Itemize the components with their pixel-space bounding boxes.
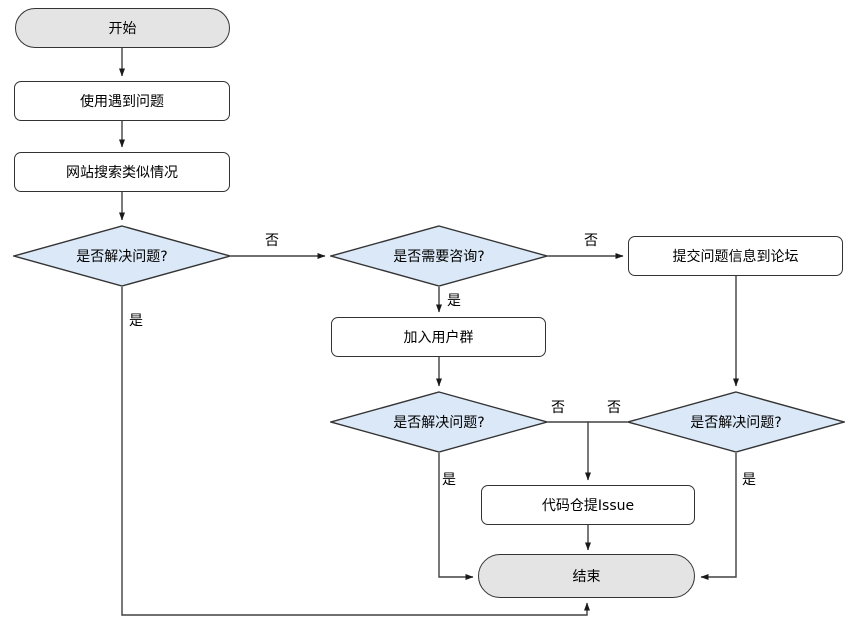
node-start-label: 开始	[108, 21, 137, 37]
node-start: 开始	[15, 8, 230, 48]
node-solved3-label: 是否解决问题?	[690, 415, 782, 431]
edge-label-solved2-yes: 是	[442, 472, 456, 488]
diamond-shape	[330, 391, 548, 453]
node-solved2: 是否解决问题?	[330, 391, 548, 453]
diamond-shape	[627, 391, 845, 453]
edge-label-consult-yes: 是	[447, 293, 461, 309]
node-issue: 代码仓提Issue	[481, 485, 695, 525]
node-forum-label: 提交问题信息到论坛	[672, 249, 799, 265]
edge-label-solved1-no: 否	[265, 233, 279, 249]
edge-label-solved1-yes: 是	[129, 313, 143, 329]
node-group-label: 加入用户群	[403, 330, 474, 346]
diamond-shape	[330, 225, 548, 287]
node-search-label: 网站搜索类似情况	[66, 165, 178, 181]
node-solved1: 是否解决问题?	[13, 225, 231, 287]
edge-label-solved3-no: 否	[607, 400, 621, 416]
edge-label-consult-no: 否	[584, 233, 598, 249]
edge-label-solved3-yes: 是	[742, 472, 756, 488]
node-problem-label: 使用遇到问题	[80, 94, 164, 110]
node-problem: 使用遇到问题	[14, 81, 230, 121]
node-group: 加入用户群	[331, 317, 546, 357]
node-consult-label: 是否需要咨询?	[393, 249, 485, 265]
node-consult: 是否需要咨询?	[330, 225, 548, 287]
diamond-shape	[13, 225, 231, 287]
edge-label-solved2-no: 否	[551, 400, 565, 416]
node-issue-label: 代码仓提Issue	[541, 498, 635, 514]
node-search: 网站搜索类似情况	[14, 152, 230, 192]
node-end-label: 结束	[572, 569, 601, 585]
node-end: 结束	[478, 554, 695, 598]
node-solved1-label: 是否解决问题?	[76, 249, 168, 265]
node-solved3: 是否解决问题?	[627, 391, 845, 453]
node-forum: 提交问题信息到论坛	[628, 236, 843, 276]
node-solved2-label: 是否解决问题?	[393, 415, 485, 431]
